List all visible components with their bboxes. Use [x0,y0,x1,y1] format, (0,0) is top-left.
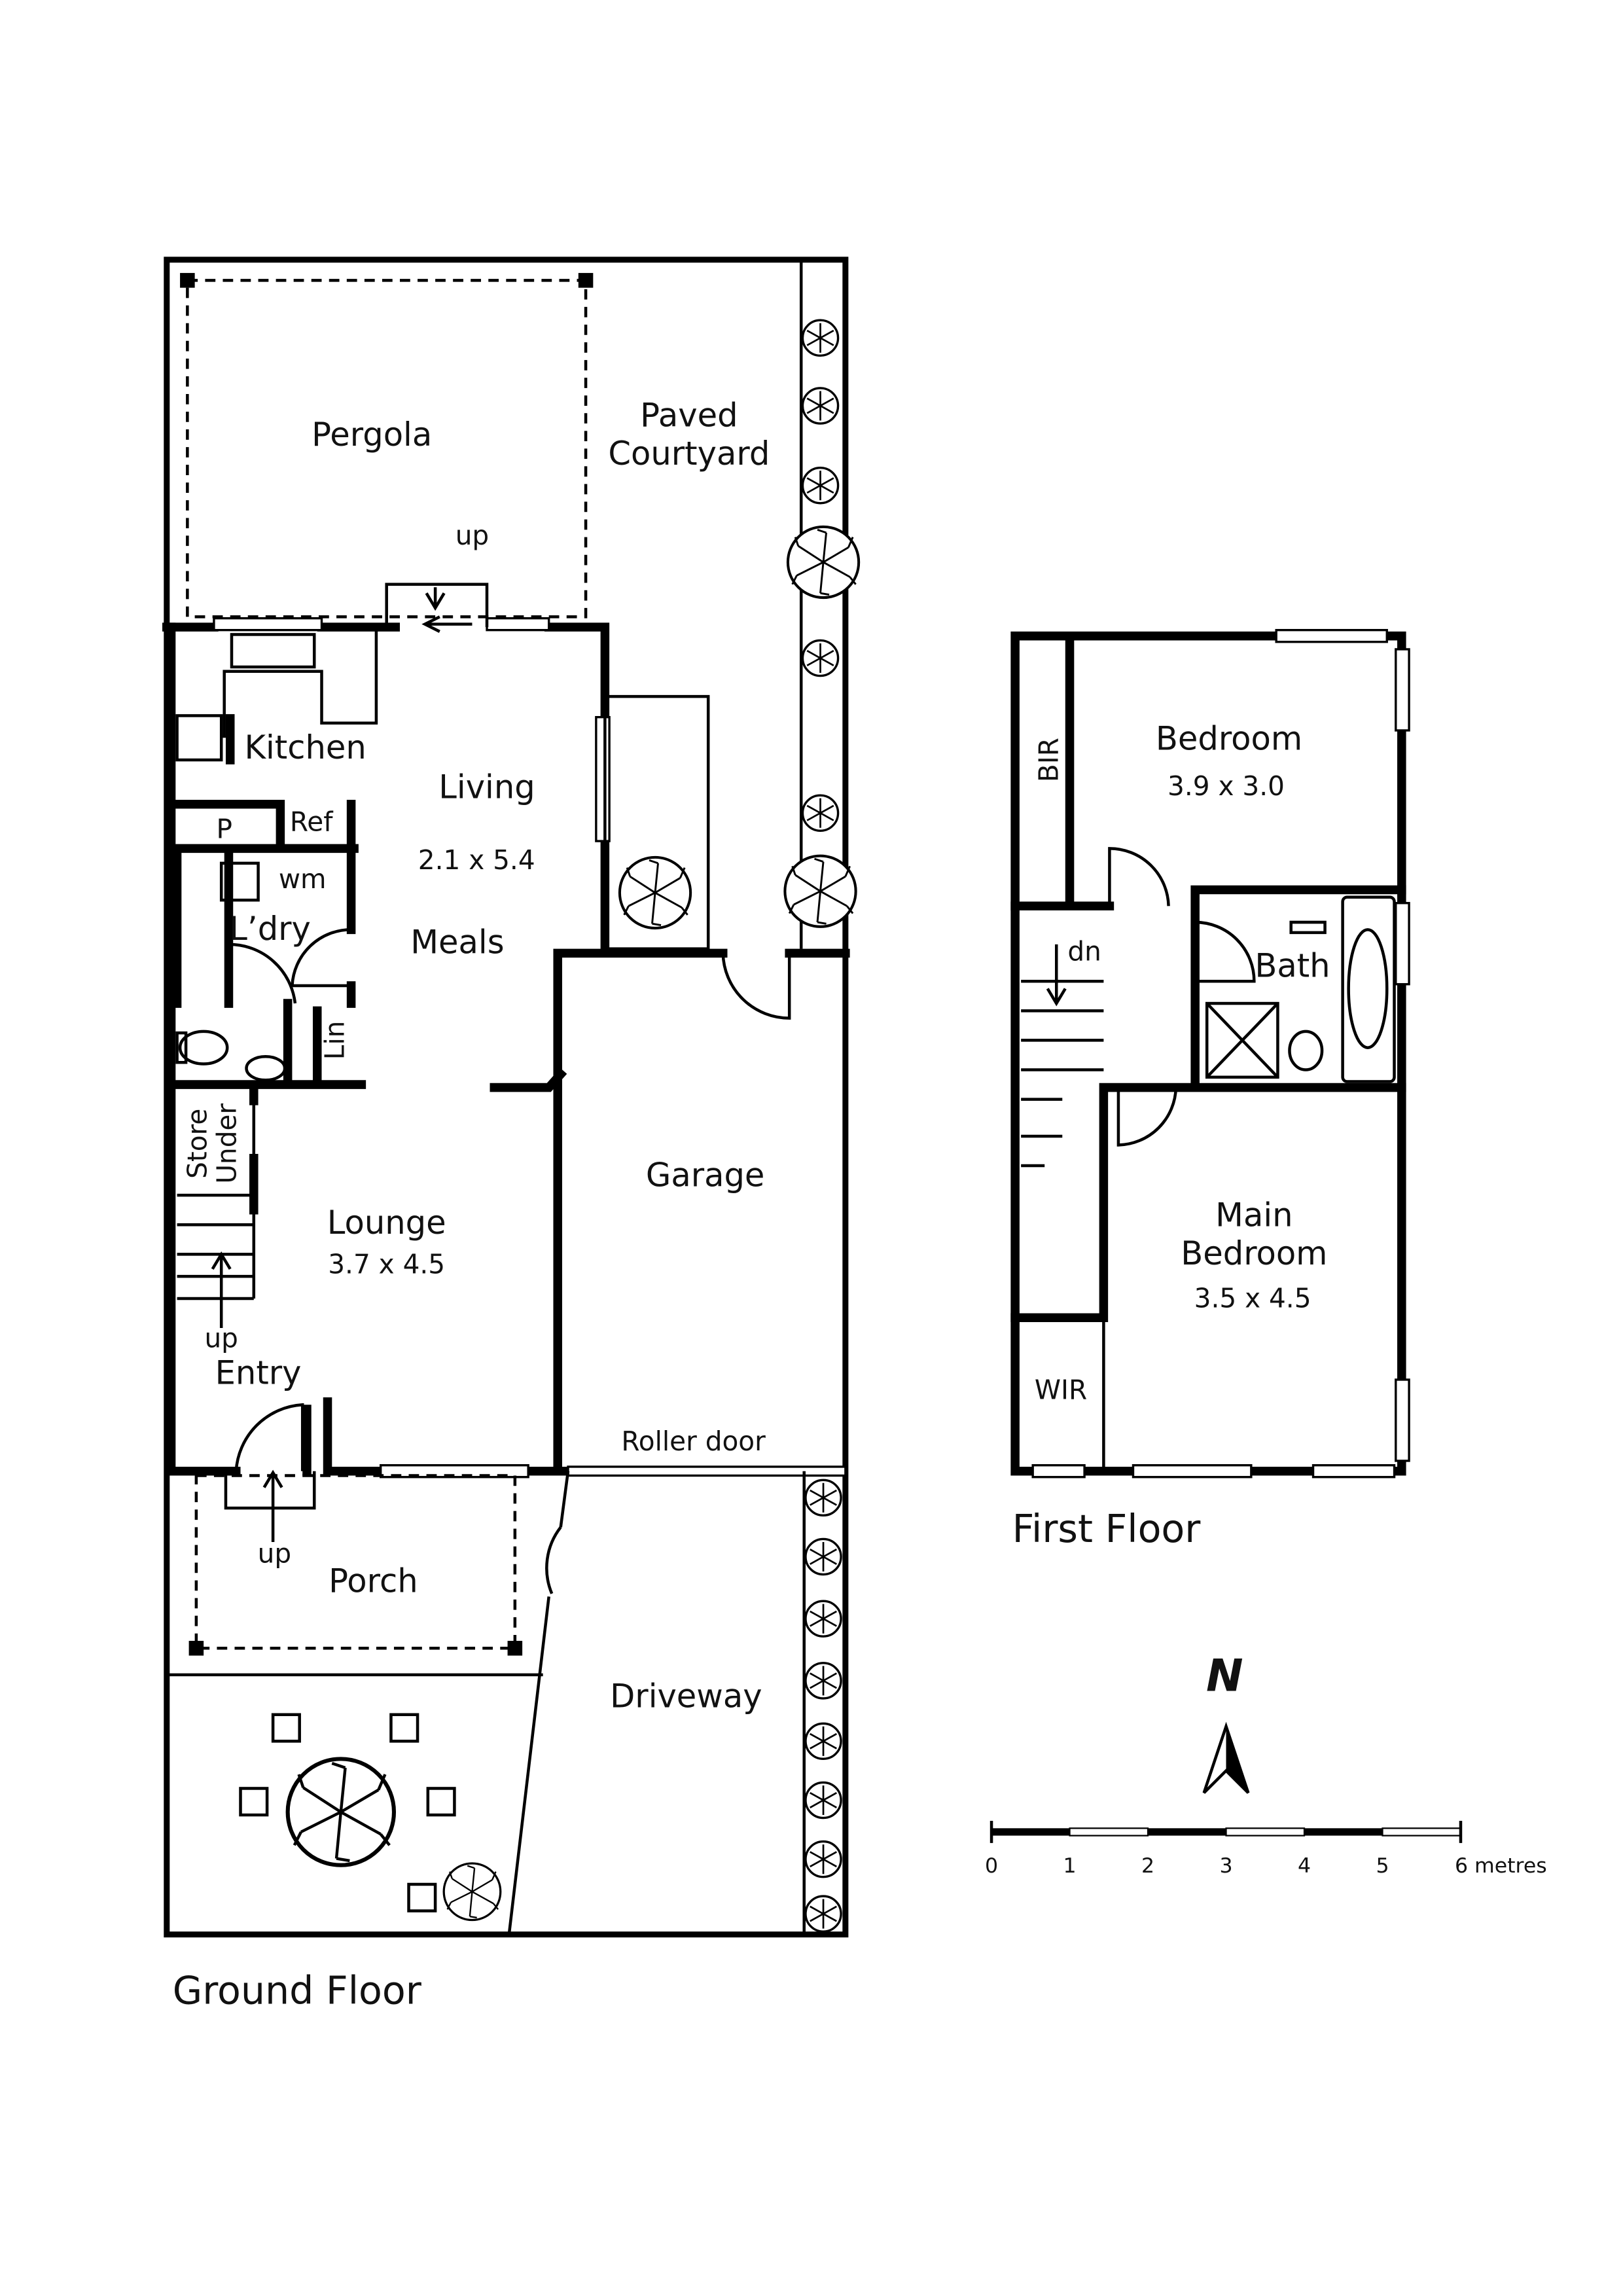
room-label-wir: WIR [1035,1374,1087,1405]
room-label-bedroom: Bedroom [1156,719,1302,757]
room-label-porch: Porch [329,1562,418,1600]
room-dim-living: 2.1 x 5.4 [418,844,535,876]
driveway-trees [804,1479,842,1933]
north-arrow: N [1202,1650,1250,1794]
room-label-main: Main [1215,1196,1293,1234]
room-label-under: Under [211,1103,243,1184]
room-label-meals: Meals [410,923,504,961]
room-label-driveway: Driveway [610,1677,762,1715]
scale-tick-1: 1 [1063,1854,1076,1878]
scale-bar: 0 1 2 3 4 5 6 metres [985,1821,1547,1878]
room-label-paved: Paved [640,397,738,435]
front-garden [239,1713,502,1922]
room-label-living: Living [438,768,535,806]
room-dim-main-bedroom: 3.5 x 4.5 [1194,1282,1311,1314]
scale-tick-2: 2 [1141,1854,1154,1878]
roller-door-label: Roller door [621,1426,766,1457]
scale-tick-4: 4 [1298,1854,1311,1878]
room-label-lounge: Lounge [327,1204,446,1242]
room-label-pergola: Pergola [312,416,432,454]
room-label-main-bedroom: Bedroom [1181,1234,1327,1272]
room-label-store: Store [182,1109,213,1179]
scale-tick-0: 0 [985,1854,998,1878]
room-label-courtyard: Courtyard [608,435,770,473]
room-label-linen: Lin [319,1021,350,1060]
stair-up-label-entry: up [204,1322,238,1354]
ground-floor: Pergola Paved Courtyard up Kitchen Livin… [162,257,859,2013]
room-label-kitchen: Kitchen [245,728,366,766]
room-label-bir: BIR [1033,738,1065,782]
room-label-laundry: L’dry [229,910,311,948]
scale-tick-5: 5 [1376,1854,1389,1878]
pergola-outline [186,279,588,619]
room-dim-lounge: 3.7 x 4.5 [328,1249,445,1280]
room-label-wm: wm [279,863,327,895]
room-dim-bedroom: 3.9 x 3.0 [1168,770,1285,802]
scale-tick-6: 6 metres [1455,1854,1547,1878]
room-label-entry: Entry [215,1354,302,1392]
north-label: N [1206,1650,1243,1702]
room-label-pantry: P [216,814,232,845]
room-label-ref: Ref [290,806,334,837]
ground-floor-title: Ground Floor [173,1969,422,2013]
stair-down-label: dn [1067,936,1101,967]
stair-up-label-porch: up [258,1538,291,1570]
stair-up-label: up [455,520,489,551]
first-floor: Bedroom 3.9 x 3.0 BIR dn Bath Main Bedro… [1010,628,1410,1551]
first-floor-title: First Floor [1012,1507,1202,1551]
scale-tick-3: 3 [1219,1854,1232,1878]
room-label-garage: Garage [646,1157,765,1194]
room-label-bath: Bath [1255,946,1330,984]
